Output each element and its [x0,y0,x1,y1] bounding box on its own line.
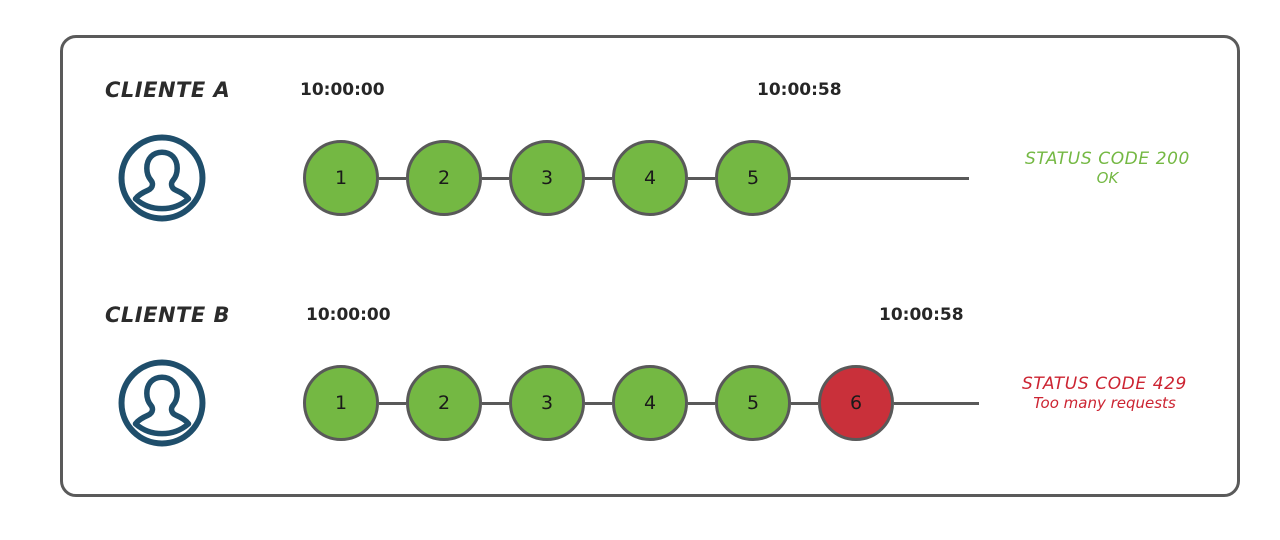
request-node[interactable]: 3 [509,140,585,216]
chain-connector [379,176,406,180]
status-message-text: OK [1096,168,1119,187]
chain-tail [894,401,979,405]
status-code-text: STATUS CODE 429 [1022,374,1187,394]
chain-connector [482,401,509,405]
chain-connector [482,176,509,180]
timestamp-end: 10:00:58 [757,80,842,100]
timestamp-end: 10:00:58 [879,305,964,325]
request-node-rejected[interactable]: 6 [818,365,894,441]
request-node[interactable]: 4 [612,140,688,216]
request-node[interactable]: 5 [715,140,791,216]
chain-connector [585,401,612,405]
timestamp-start: 10:00:00 [306,305,391,325]
chain-connector [688,176,715,180]
request-node[interactable]: 2 [406,365,482,441]
request-node[interactable]: 2 [406,140,482,216]
request-chain-a: 1 2 3 4 5 [303,140,969,216]
request-node[interactable]: 4 [612,365,688,441]
user-avatar-icon [116,132,208,224]
status-code-text: STATUS CODE 200 [1025,149,1190,169]
request-chain-b: 1 2 3 4 5 6 [303,365,979,441]
chain-connector [791,401,818,405]
status-message-text: Too many requests [1033,393,1176,412]
user-avatar-icon [116,357,208,449]
chain-connector [585,176,612,180]
client-b-label: CLIENTE B [105,303,231,327]
status-badge-a: STATUS CODE 200 OK [1025,149,1190,187]
client-a-label: CLIENTE A [105,78,231,102]
timestamp-start: 10:00:00 [300,80,385,100]
chain-connector [379,401,406,405]
request-node[interactable]: 5 [715,365,791,441]
chain-connector [688,401,715,405]
request-node[interactable]: 3 [509,365,585,441]
status-badge-b: STATUS CODE 429 Too many requests [1022,374,1187,412]
request-node[interactable]: 1 [303,365,379,441]
chain-tail [791,176,969,180]
request-node[interactable]: 1 [303,140,379,216]
